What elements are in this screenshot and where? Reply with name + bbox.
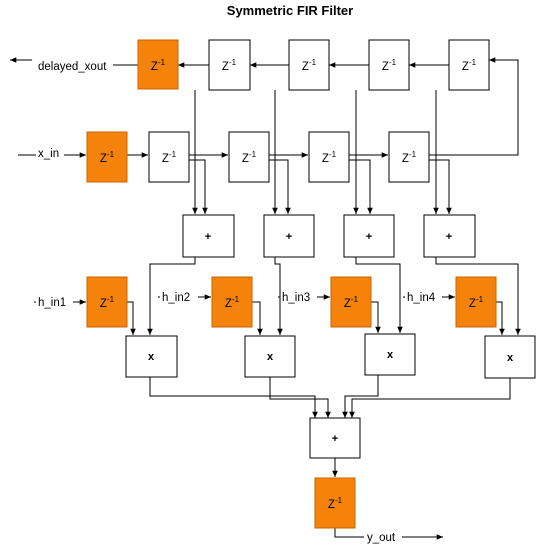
wire-coef3-to-mul3 <box>371 301 381 333</box>
pre-adder-3: + <box>343 214 395 258</box>
svg-text:+: + <box>205 231 211 243</box>
svg-text:x: x <box>387 349 394 361</box>
wires <box>10 57 521 540</box>
pre-adder-2: + <box>263 214 315 258</box>
wire-add2-to-mul2 <box>274 257 283 335</box>
coef-register-3: Z-1 <box>330 276 372 328</box>
delay-block-top-2: Z-1 <box>288 39 330 91</box>
delay-block-bottom-3: Z-1 <box>308 131 350 183</box>
wire-add3-to-mul3 <box>355 257 403 333</box>
label-delayed-xout: delayed_xout <box>38 61 107 73</box>
multiplier-4: x <box>484 335 536 379</box>
coef-register-2: Z-1 <box>211 276 253 328</box>
label-h-in3: h_in3 <box>282 292 310 304</box>
wire-mul1-to-sum <box>149 377 318 418</box>
pre-adder-1: + <box>182 214 235 258</box>
pre-adder-4: + <box>423 214 476 258</box>
svg-text:Z-1: Z-1 <box>162 150 177 165</box>
svg-text:Z-1: Z-1 <box>222 58 237 73</box>
delay-block-bottom-2: Z-1 <box>228 131 270 183</box>
svg-text:Z-1: Z-1 <box>382 58 397 73</box>
svg-text:Z-1: Z-1 <box>100 150 115 165</box>
wire-y-out <box>334 528 364 538</box>
svg-text:+: + <box>286 231 292 243</box>
svg-text:x: x <box>267 351 274 363</box>
svg-text:Z-1: Z-1 <box>225 295 240 310</box>
wire-mul4-to-sum <box>349 378 511 418</box>
delay-register-delayed-xout: Z-1 <box>137 39 179 90</box>
svg-text:Z-1: Z-1 <box>402 150 417 165</box>
label-y-out: y_out <box>367 532 396 544</box>
diagram-title: Symmetric FIR Filter <box>227 3 353 18</box>
svg-text:Z-1: Z-1 <box>344 295 359 310</box>
output-register: Z-1 <box>314 477 356 529</box>
wire-x-in-return <box>429 57 519 156</box>
wire-add2-bot <box>269 159 291 214</box>
wire-add4-to-mul4 <box>435 257 521 335</box>
delay-block-bottom-1: Z-1 <box>148 131 190 183</box>
wire-coef1-to-mul1 <box>127 301 136 335</box>
svg-text:Z-1: Z-1 <box>242 150 257 165</box>
wire-coef2-to-mul2 <box>252 301 263 335</box>
svg-text:Z-1: Z-1 <box>469 295 484 310</box>
wire-add1-to-mul1 <box>147 257 196 335</box>
label-h-in4: h_in4 <box>407 292 436 304</box>
svg-text:Z-1: Z-1 <box>328 496 343 511</box>
label-x-in: x_in <box>38 148 59 160</box>
delay-block-top-3: Z-1 <box>368 39 410 91</box>
wire-add3-bot <box>349 159 373 214</box>
svg-text:+: + <box>366 231 372 243</box>
svg-text:Z-1: Z-1 <box>100 295 115 310</box>
delay-block-top-4: Z-1 <box>448 39 490 91</box>
coef-register-4: Z-1 <box>455 276 497 328</box>
svg-text:+: + <box>332 433 338 445</box>
wire-mul3-to-sum <box>342 375 379 418</box>
wire-add4-bot <box>429 159 452 214</box>
coef-register-1: Z-1 <box>86 276 128 328</box>
wire-coef4-to-mul4 <box>496 301 505 335</box>
svg-text:x: x <box>148 351 155 363</box>
multiplier-3: x <box>364 333 416 376</box>
wire-mul2-to-sum <box>269 377 331 418</box>
svg-text:Z-1: Z-1 <box>322 150 337 165</box>
delay-block-top-1: Z-1 <box>208 39 251 91</box>
svg-text:Z-1: Z-1 <box>462 58 477 73</box>
wire-add1-bot <box>189 159 208 214</box>
delay-register-x-in: Z-1 <box>86 131 128 183</box>
multiplier-1: x <box>125 335 178 378</box>
svg-text:+: + <box>446 231 452 243</box>
delay-block-bottom-4: Z-1 <box>388 131 430 183</box>
svg-text:x: x <box>507 352 514 364</box>
multiplier-2: x <box>244 335 296 378</box>
label-h-in2: h_in2 <box>162 292 190 304</box>
label-h-in1: h_in1 <box>38 297 66 309</box>
svg-text:Z-1: Z-1 <box>302 58 317 73</box>
sum-adder: + <box>309 417 361 459</box>
svg-text:Z-1: Z-1 <box>151 58 166 73</box>
